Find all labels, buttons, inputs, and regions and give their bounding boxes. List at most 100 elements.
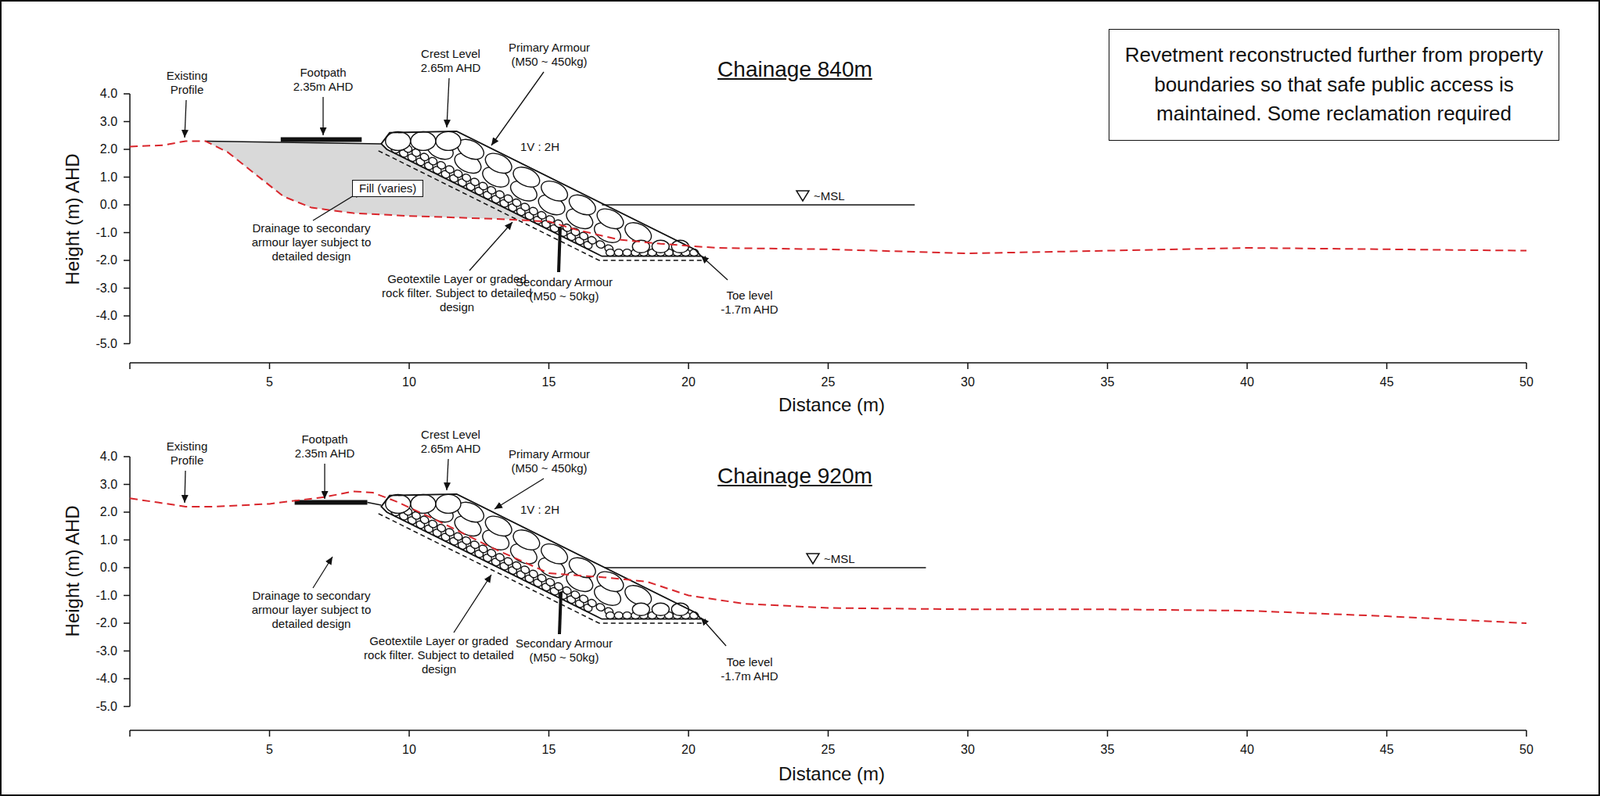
tick-label: -2.0 — [95, 252, 118, 268]
armour-rock — [481, 149, 515, 178]
leader-line — [184, 471, 186, 504]
msl-line — [601, 204, 915, 206]
leader-line — [312, 557, 333, 589]
y-tick — [123, 232, 130, 234]
x-tick — [687, 730, 690, 738]
x-tick — [408, 363, 410, 370]
tick-label: 45 — [1380, 742, 1395, 758]
leader-line — [322, 97, 324, 136]
revetment-outline — [381, 494, 702, 620]
axis-title: Height (m) AHD — [61, 505, 85, 637]
armour-rock — [565, 553, 599, 583]
callout-label: Footpath 2.35m AHD — [288, 432, 361, 461]
tick-label: 30 — [960, 374, 975, 390]
x-tick — [129, 363, 131, 370]
axis-title: Distance (m) — [778, 394, 885, 418]
x-tick — [1246, 363, 1248, 370]
leader-line — [446, 78, 450, 128]
tick-label: -3.0 — [95, 643, 118, 659]
callout-label: Toe level -1.7m AHD — [719, 655, 780, 684]
armour-rock — [410, 131, 436, 151]
armour-rock — [510, 526, 543, 555]
tick-label: -3.0 — [95, 280, 118, 296]
y-tick — [123, 539, 130, 542]
callout-label: Secondary Armour (M50 ~ 50kg) — [511, 636, 618, 666]
tick-label: 2.0 — [100, 504, 118, 520]
x-tick — [827, 730, 830, 738]
callout-label: Toe level -1.7m AHD — [719, 288, 780, 317]
armour-rock — [435, 494, 461, 514]
y-tick — [123, 176, 130, 179]
tick-label: 45 — [1380, 374, 1395, 390]
tick-label: 0.0 — [100, 197, 118, 213]
section-title: Chainage 840m — [717, 56, 873, 83]
tick-label: 3.0 — [100, 114, 118, 130]
y-tick — [123, 204, 130, 206]
y-tick — [123, 595, 130, 597]
tick-label: 4.0 — [100, 449, 118, 464]
tick-label: 40 — [1240, 374, 1255, 390]
x-tick — [548, 730, 551, 738]
callout-label: Crest Level 2.65m AHD — [409, 46, 492, 76]
tick-label: 40 — [1240, 742, 1255, 758]
tick-label: -4.0 — [95, 308, 118, 324]
tick-label: 1.0 — [100, 169, 118, 185]
armour-rock — [385, 494, 411, 514]
axis-title: Distance (m) — [778, 763, 885, 787]
x-tick — [1525, 363, 1528, 370]
armour-rock — [614, 612, 623, 620]
msl-symbol — [806, 553, 820, 565]
tick-label: 3.0 — [100, 477, 118, 493]
x-tick — [269, 363, 271, 370]
callout-label: Geotextile Layer or graded rock filter. … — [380, 272, 534, 315]
x-tick — [129, 730, 131, 738]
node-text: Fill (varies) — [359, 181, 417, 196]
y-tick — [123, 287, 130, 290]
footpath — [294, 500, 368, 506]
x-tick — [1107, 363, 1109, 370]
y-tick — [123, 511, 130, 514]
y-tick — [123, 121, 130, 123]
x-tick — [1107, 730, 1109, 738]
tick-label: 5 — [266, 742, 274, 758]
note-box: Revetment reconstructed further from pro… — [1108, 28, 1560, 141]
section-title: Chainage 920m — [717, 463, 873, 490]
x-tick — [408, 730, 410, 738]
armour-rock — [606, 249, 615, 257]
tick-label: 15 — [542, 374, 557, 390]
tick-label: 10 — [402, 742, 417, 758]
leader-line — [491, 71, 544, 146]
armour-rock — [651, 240, 669, 253]
tick-label: 4.0 — [100, 86, 118, 101]
armour-rock — [622, 249, 632, 257]
tick-label: 20 — [681, 374, 696, 390]
tick-label: 15 — [542, 742, 557, 758]
fill-label-box: Fill (varies) — [352, 179, 424, 198]
tick-label: 20 — [681, 742, 696, 758]
slope-label: 1V : 2H — [520, 140, 560, 155]
tick-label: 50 — [1519, 742, 1534, 758]
revetment-outline — [381, 131, 702, 257]
slope-label: 1V : 2H — [520, 503, 560, 518]
tick-label: 35 — [1100, 742, 1115, 758]
tick-label: -5.0 — [95, 336, 118, 352]
tick-label: -5.0 — [95, 699, 118, 715]
callout-label: Drainage to secondary armour layer subje… — [240, 589, 382, 632]
y-tick — [123, 567, 130, 569]
tick-label: 5 — [266, 374, 274, 390]
tick-label: -1.0 — [95, 225, 118, 241]
footpath — [280, 137, 363, 143]
x-tick — [687, 363, 690, 370]
y-tick — [123, 456, 130, 458]
revetment-body — [381, 494, 702, 620]
leader-line — [469, 222, 513, 271]
armour-rock — [593, 568, 627, 597]
tick-label: 25 — [821, 742, 836, 758]
geotextile-line — [378, 151, 706, 261]
armour-rock — [593, 204, 627, 234]
armour-rock — [614, 249, 623, 257]
tick-label: 30 — [960, 742, 975, 758]
tick-label: 35 — [1100, 374, 1115, 390]
tick-label: -1.0 — [95, 588, 118, 604]
